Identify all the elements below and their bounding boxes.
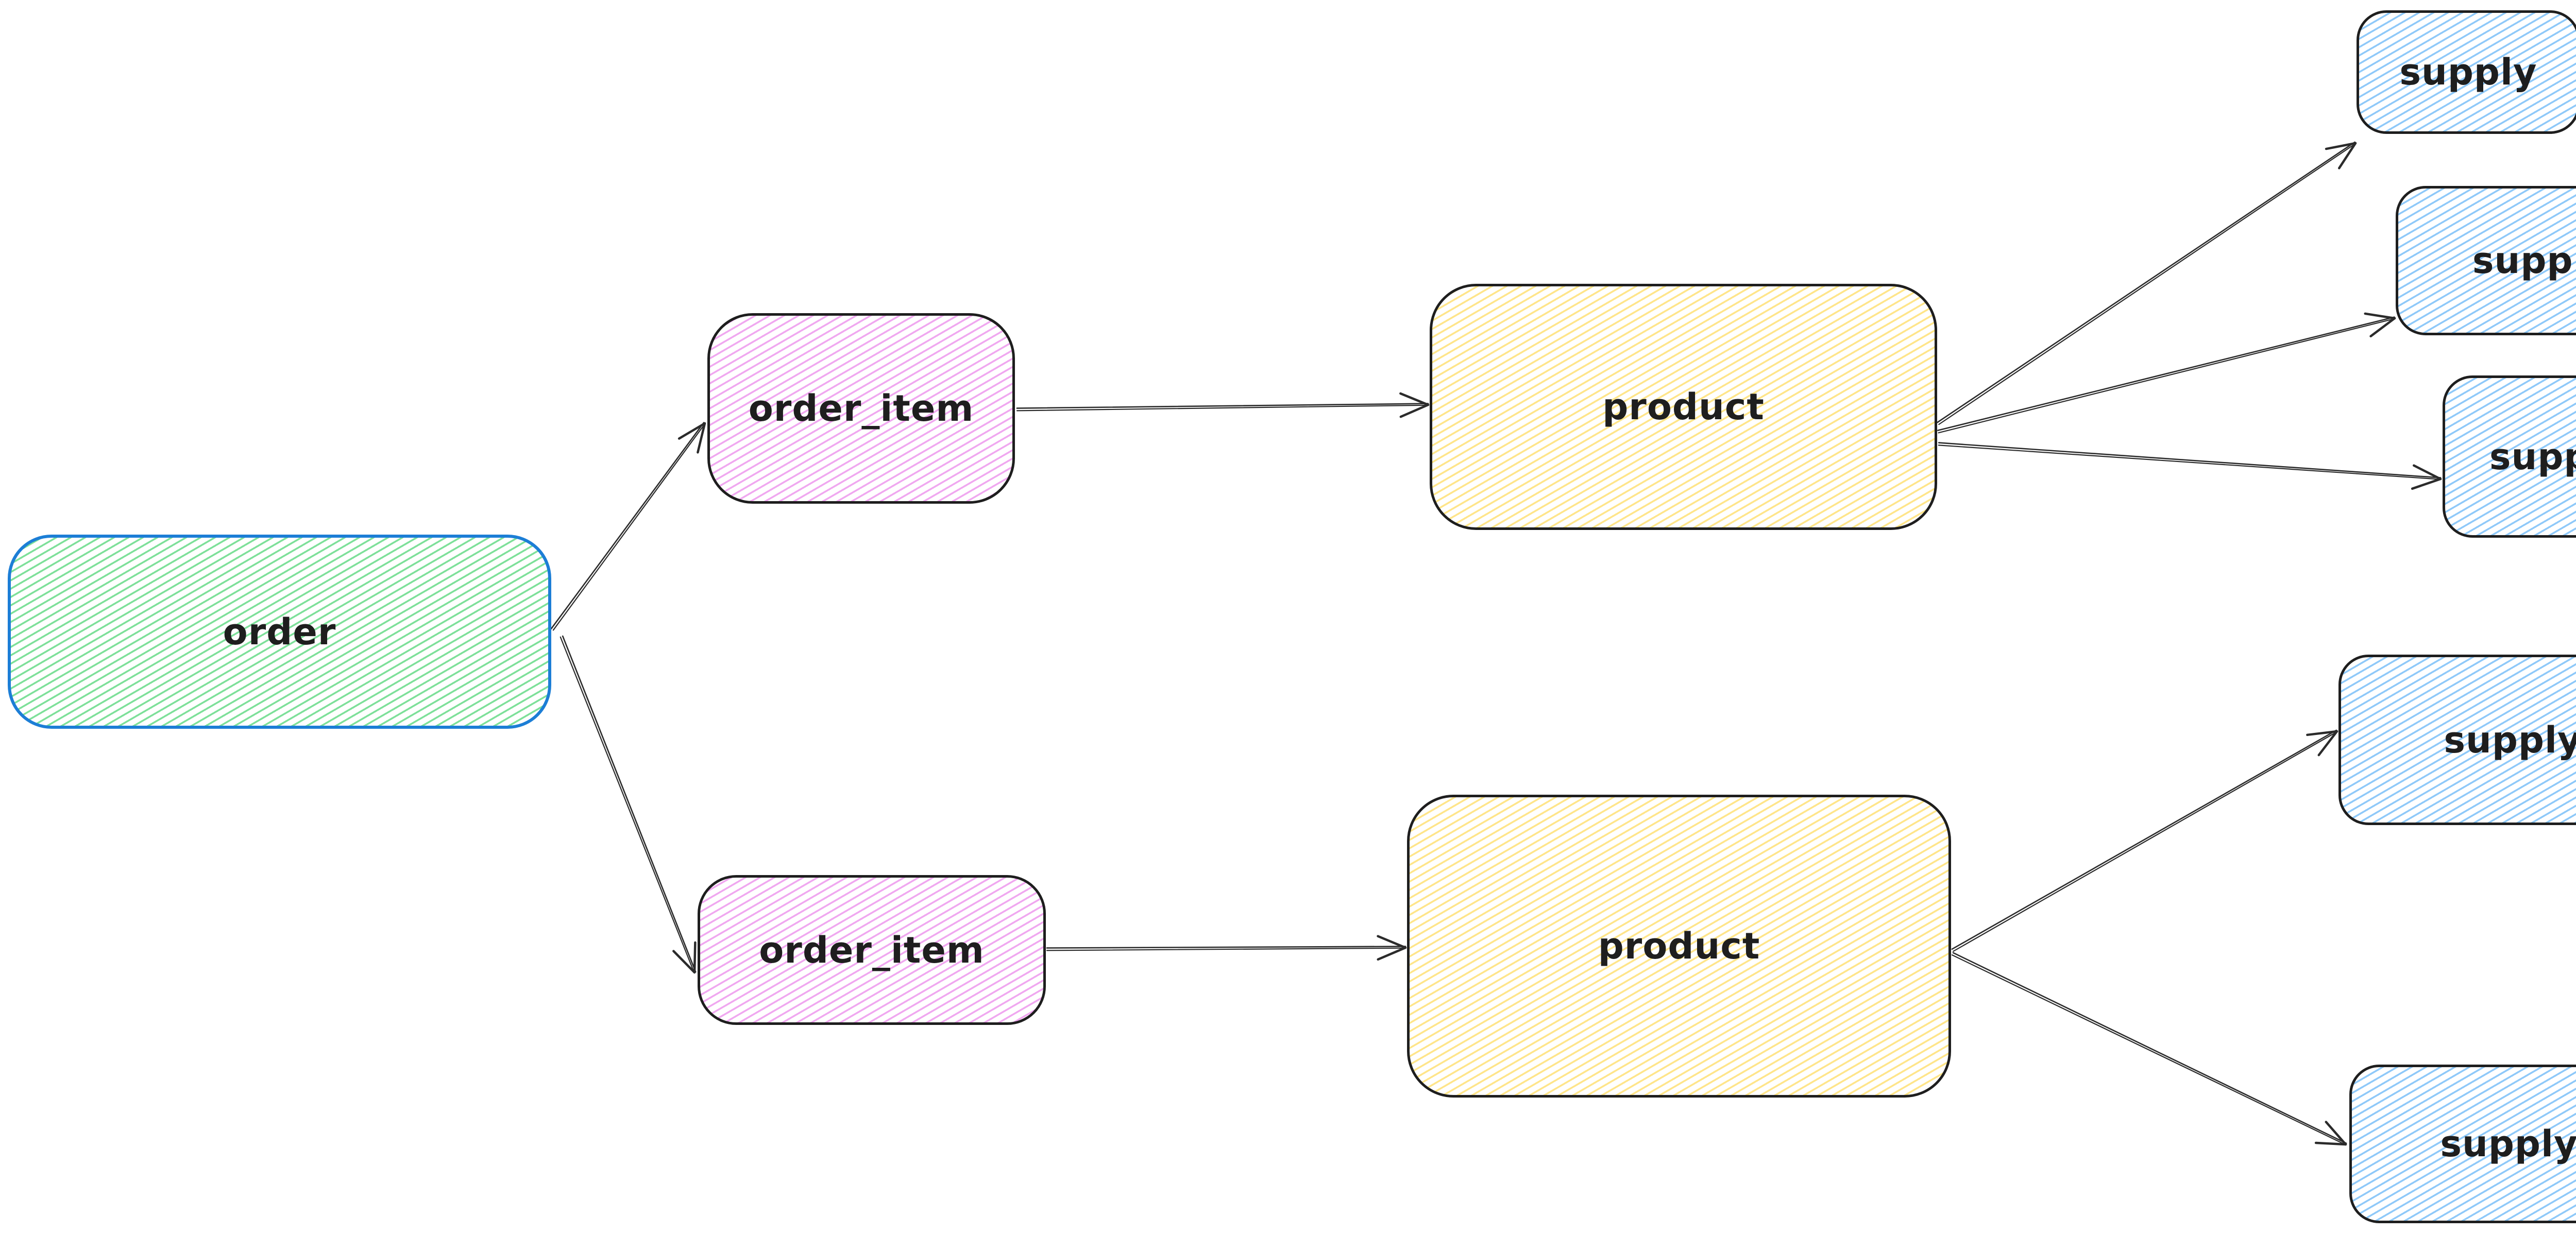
arrow-product-top-to-supply-1[interactable] [1937, 141, 2357, 425]
arrow-product-top-to-supply-2[interactable] [1937, 312, 2396, 434]
arrow-order-to-order-item-bottom[interactable] [560, 635, 697, 974]
node-order[interactable]: order [8, 535, 551, 729]
node-label-supply-3: supply [2489, 435, 2576, 478]
node-label-supply-5: supply [2440, 1123, 2576, 1165]
arrow-order-to-order-item-top[interactable] [550, 422, 706, 631]
arrow-product-bottom-to-supply-4[interactable] [1951, 729, 2338, 952]
node-product-top[interactable]: product [1430, 284, 1937, 530]
node-supply-4[interactable]: supply [2338, 655, 2576, 825]
arrow-product-top-to-supply-3[interactable] [1938, 442, 2442, 490]
node-supply-3[interactable]: supply [2443, 375, 2576, 538]
arrow-order-item-bottom-to-product-bottom[interactable] [1046, 935, 1407, 961]
node-label-product-bottom: product [1598, 925, 1760, 967]
node-order-item-bottom[interactable]: order_item [698, 875, 1046, 1025]
node-supply-2[interactable]: supply [2396, 186, 2576, 335]
node-label-order-item-bottom: order_item [759, 929, 985, 971]
node-order-item-top[interactable]: order_item [707, 313, 1015, 504]
node-label-supply-4: supply [2444, 718, 2576, 761]
node-supply-1[interactable]: supply [2357, 10, 2576, 134]
node-label-supply-1: supply [2399, 51, 2537, 93]
arrow-product-bottom-to-supply-5[interactable] [1951, 952, 2347, 1146]
node-label-order-item-top: order_item [748, 387, 974, 430]
node-label-supply-2: supply [2472, 239, 2576, 282]
node-supply-5[interactable]: supply [2349, 1065, 2576, 1223]
node-label-product-top: product [1602, 386, 1765, 428]
node-label-order: order [223, 610, 336, 653]
arrow-order-item-top-to-product-top[interactable] [1016, 392, 1430, 418]
node-product-bottom[interactable]: product [1407, 795, 1951, 1098]
